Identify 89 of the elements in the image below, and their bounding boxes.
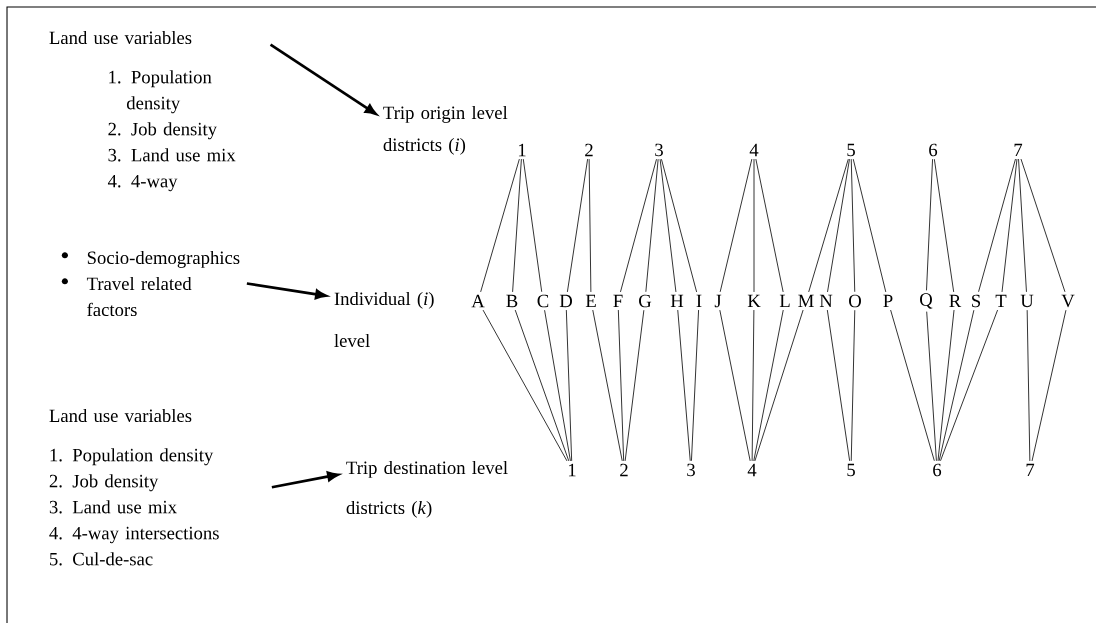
level-label: Trip origin level districts (i) <box>383 105 508 155</box>
connector-line <box>514 309 570 462</box>
connector-line <box>1031 309 1067 462</box>
connector-line <box>661 158 697 293</box>
individual-letter: M <box>798 294 814 308</box>
individual-letter: D <box>559 294 572 308</box>
district-number: 4 <box>749 143 759 157</box>
connector-line <box>620 158 657 293</box>
district-number: 3 <box>687 463 695 477</box>
connector-line <box>512 158 522 293</box>
individual-letter: T <box>995 294 1007 308</box>
level-label: Trip destination level districts (k) <box>346 460 508 518</box>
connector-line <box>565 309 573 462</box>
connector-line <box>719 158 753 293</box>
district-number: 2 <box>585 143 593 157</box>
node-label: Socio-demographics <box>87 250 240 268</box>
connector-line <box>544 309 571 462</box>
connector-line <box>940 309 998 462</box>
connector-line <box>826 309 851 462</box>
district-number: 3 <box>655 143 663 157</box>
connector-line <box>1020 158 1066 293</box>
individual-letter: Q <box>920 293 933 309</box>
individual-letter: O <box>849 294 861 308</box>
connector-line <box>926 158 933 291</box>
district-number: 7 <box>1026 463 1035 477</box>
connector-line <box>645 158 659 293</box>
variable-list: Land use variables 1. Population density 2. Job density 3. Land use mix 4. 4-way intersections 5. Cul-de-sac <box>49 408 219 566</box>
individual-letter: P <box>883 294 893 308</box>
connector-line <box>677 309 691 462</box>
district-number: 5 <box>847 143 855 157</box>
individual-letter: A <box>471 294 485 308</box>
connector-line <box>753 309 784 462</box>
connector-line <box>890 309 935 462</box>
district-number: 6 <box>933 463 942 477</box>
variable-list: Land use variables 1. Population density 2. Job density 3. Land use mix 4. 4-way <box>49 30 236 192</box>
connector-line <box>938 309 975 462</box>
individual-letter: V <box>1061 294 1075 308</box>
individual-letter: E <box>585 294 596 308</box>
connector-line <box>624 309 645 462</box>
district-number: 2 <box>620 463 628 477</box>
connector-line <box>1018 158 1027 293</box>
individual-letter: C <box>537 294 549 308</box>
individual-letter: I <box>696 294 702 308</box>
district-number: 1 <box>568 463 576 477</box>
district-number: 4 <box>747 463 757 477</box>
node-label: Travel related factors <box>86 276 192 317</box>
arrow <box>269 43 377 115</box>
connector-line <box>751 309 755 462</box>
connector-line <box>754 309 804 462</box>
connector-line <box>852 158 887 293</box>
connector-line <box>753 158 755 293</box>
bullet-list: Socio-demographics Travel related factors <box>61 250 240 317</box>
connector-line <box>1001 158 1018 293</box>
individual-letter: G <box>639 294 652 308</box>
connector-line <box>719 309 751 462</box>
level-label: Individual (i) level <box>334 291 434 348</box>
connector-line <box>937 309 955 462</box>
individual-letter: H <box>670 294 684 308</box>
individual-letter: L <box>779 294 790 308</box>
connector-line <box>755 158 784 293</box>
individual-letter: U <box>1020 294 1034 308</box>
connector-line <box>1026 309 1031 462</box>
connector-line <box>926 311 937 462</box>
district-number: 5 <box>847 463 855 477</box>
district-number: 6 <box>929 143 938 157</box>
district-number: 7 <box>1014 143 1023 157</box>
connector-line <box>691 309 699 462</box>
connector-line <box>617 309 625 462</box>
individual-letter: B <box>506 294 518 308</box>
connector-line <box>522 158 543 293</box>
connector-line <box>588 158 592 293</box>
connector-line <box>567 158 588 293</box>
individual-letter: J <box>714 294 722 308</box>
connector-line <box>480 158 520 293</box>
connector-line <box>808 158 849 293</box>
connector-line <box>659 158 677 293</box>
connector-line <box>978 158 1016 293</box>
individual-letter: K <box>747 294 761 308</box>
connector-line <box>592 309 623 462</box>
individual-letter: R <box>949 294 962 308</box>
connector-line <box>933 158 955 293</box>
connector-line <box>827 158 850 293</box>
connector-line <box>850 309 856 462</box>
connector-line <box>482 309 568 462</box>
connector-line <box>850 158 856 293</box>
district-number: 1 <box>518 143 526 157</box>
individual-letter: N <box>819 294 833 308</box>
individual-letter: S <box>972 294 981 308</box>
individual-letter: F <box>613 294 623 308</box>
